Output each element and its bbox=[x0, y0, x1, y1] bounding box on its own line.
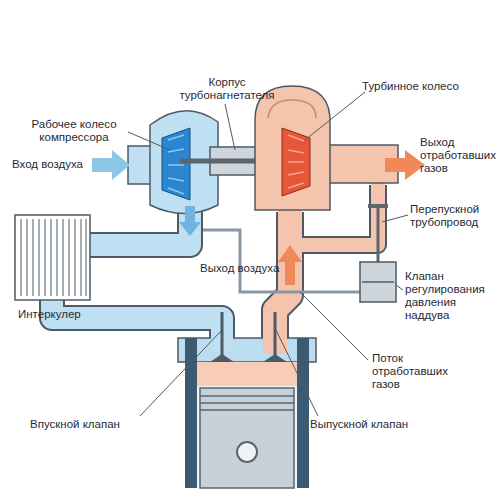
flow-arrows-part bbox=[385, 150, 425, 180]
leader-lines-part bbox=[396, 285, 403, 290]
flow-arrows bbox=[92, 150, 425, 285]
wastegate-valve-part bbox=[360, 262, 396, 302]
part-label: Турбинное колесо bbox=[362, 80, 487, 93]
cylinder-head bbox=[178, 338, 316, 362]
turbine-part bbox=[282, 128, 310, 196]
valves-part bbox=[263, 354, 287, 362]
wastegate-valve-part bbox=[362, 281, 394, 283]
part-label: Впускной клапан bbox=[30, 418, 150, 431]
part-label: Рабочее колесо компрессора bbox=[18, 118, 130, 144]
boost-signal-line bbox=[203, 230, 362, 292]
part-label: Выход отработавших газов bbox=[420, 136, 500, 175]
flow-arrows-part bbox=[92, 150, 130, 180]
leader-lines bbox=[128, 92, 408, 416]
leader-lines-part bbox=[305, 92, 365, 140]
turbine-part bbox=[288, 135, 304, 188]
engine-cylinder-part bbox=[297, 338, 309, 488]
turbine-part bbox=[255, 86, 330, 210]
leader-lines-part bbox=[300, 292, 368, 360]
intercooler-part bbox=[15, 215, 90, 300]
flow-arrows-part bbox=[179, 206, 201, 236]
engine-cylinder-part bbox=[200, 396, 294, 410]
intercooler bbox=[15, 215, 90, 300]
intercooler-part bbox=[21, 219, 86, 296]
engine-cylinder-part bbox=[197, 362, 297, 487]
part-label: Вход воздуха bbox=[12, 158, 92, 171]
part-label: Выход воздуха bbox=[200, 262, 300, 275]
cylinder-head-part bbox=[178, 338, 316, 362]
flow-arrows-part bbox=[278, 245, 302, 285]
engine-cylinder-part bbox=[185, 338, 197, 488]
wastegate-valve-part bbox=[377, 205, 380, 262]
part-label: Выпускной клапан bbox=[310, 418, 440, 431]
valves-part bbox=[210, 354, 234, 362]
part-label: Клапан регулирования давления наддува bbox=[405, 270, 497, 322]
engine-cylinder-part bbox=[237, 442, 257, 462]
turbine bbox=[255, 86, 398, 210]
part-label: Корпус турбонагнетателя bbox=[172, 76, 282, 102]
part-label: Интеркулер bbox=[18, 308, 108, 321]
valves-part bbox=[221, 312, 224, 356]
compressor-part bbox=[168, 135, 184, 194]
valves-part bbox=[274, 312, 277, 356]
turbine-part bbox=[268, 100, 316, 118]
compressor-part bbox=[162, 128, 190, 200]
leader-lines-part bbox=[128, 132, 170, 150]
leader-lines-part bbox=[276, 330, 318, 416]
leader-lines-part bbox=[225, 104, 235, 150]
leader-lines-part bbox=[382, 215, 408, 222]
leader-lines-part bbox=[140, 330, 222, 416]
part-label: Перепускной трубопровод bbox=[410, 203, 500, 229]
wastegate-valve-part bbox=[368, 204, 388, 208]
boost-signal-line-part bbox=[203, 230, 362, 292]
valves bbox=[210, 312, 287, 362]
part-label: Поток отработавших газов bbox=[372, 352, 472, 391]
engine-cylinder-part bbox=[197, 362, 297, 386]
engine-cylinder-part bbox=[200, 388, 294, 488]
